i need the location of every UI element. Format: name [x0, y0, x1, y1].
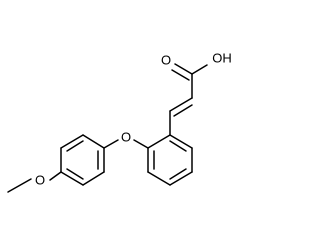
atom-label-hydroxyl: OH — [212, 51, 232, 66]
ringB-bond-1 — [147, 134, 171, 149]
ringA-double-1 — [66, 140, 84, 152]
ringB-double-2 — [169, 168, 187, 180]
molecule-structure: O O O OH — [7, 51, 232, 193]
structure-canvas: O O O OH — [7, 50, 232, 193]
atom-label-layer: O O O OH — [35, 51, 232, 188]
bond-c-oh — [191, 64, 208, 75]
bond-vinyl-double — [173, 104, 193, 117]
ringA-double-3 — [66, 168, 84, 180]
atom-label-carbonyl-o: O — [161, 53, 171, 68]
bond-o-ringA — [49, 171, 62, 181]
ringA-bond-2 — [60, 134, 84, 149]
bond-ether-o-ringB — [133, 139, 149, 149]
atom-label-methoxy-o: O — [35, 173, 45, 188]
ringA-bond-6 — [60, 171, 84, 186]
atom-label-ether-o: O — [121, 130, 131, 145]
ringA-bond-5 — [82, 171, 105, 186]
bond-ringA-ether-o — [103, 139, 119, 149]
bond-layer — [7, 63, 208, 193]
bond-carbonyl-b — [171, 69, 190, 81]
ringB-bond-4 — [169, 171, 193, 186]
bond-carbonyl-a — [174, 63, 193, 75]
ringB-bond-2 — [169, 134, 193, 149]
ringB-bond-5 — [147, 171, 171, 186]
ringB-double-1 — [169, 140, 187, 152]
ringA-bond-3 — [82, 134, 105, 149]
bond-vinyl-single — [169, 97, 193, 112]
bond-methyl-o — [7, 178, 32, 193]
